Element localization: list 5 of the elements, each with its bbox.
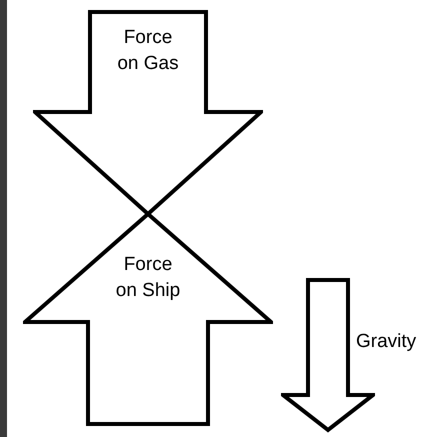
arrow-label: Force on Ship bbox=[114, 253, 182, 303]
down-arrow-shape bbox=[33, 10, 263, 216]
up-arrow-shape bbox=[23, 212, 273, 426]
arrow-label: Force on Gas bbox=[116, 26, 180, 76]
force-label: Gravity bbox=[356, 330, 416, 354]
